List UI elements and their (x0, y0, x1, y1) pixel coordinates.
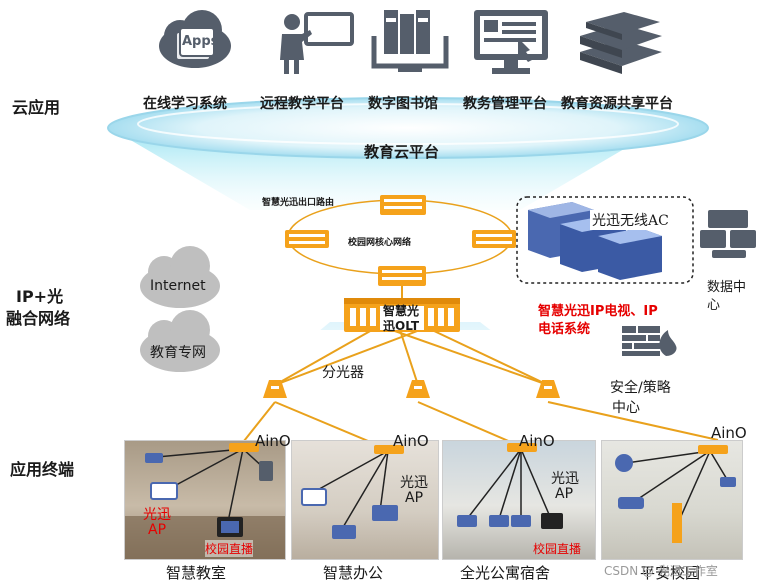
room-safe-campus (601, 440, 743, 560)
teacher-board-icon (280, 12, 354, 74)
room-apartment-dorm (442, 440, 596, 560)
apps-cloud-icon: Apps (150, 8, 240, 78)
monitor-management-icon (474, 10, 548, 74)
classroom-live-label: 校园直播 (205, 540, 254, 557)
office-ap-label-line1: 光迅 (400, 475, 428, 491)
room-title-office: 智慧办公 (323, 564, 384, 582)
dorm-ap-label-line1: 光迅 (551, 471, 579, 487)
app-label-digital-library: 数字图书馆 (368, 96, 438, 112)
datacenter-label-line1: 数据中 (707, 280, 747, 295)
room-smart-office (291, 440, 439, 560)
aino-campus: AinO (711, 424, 747, 442)
security-label-line1: 安全/策略 (610, 380, 671, 396)
room-title-classroom: 智慧教室 (166, 564, 227, 582)
section-cloud-apps: 云应用 (12, 98, 61, 117)
datacenter-label-line2: 心 (707, 298, 721, 313)
splitter-label: 分光器 (322, 365, 364, 381)
watermark: CSDN @ 光迅工作室 (604, 564, 718, 578)
room-title-campus: 平安校园 (640, 564, 701, 582)
wireless-ac-label: 光迅无线AC (590, 210, 671, 230)
network-diagram (140, 195, 756, 440)
app-label-online-learning: 在线学习系统 (143, 96, 227, 112)
core-network-label: 校园网核心网络 (348, 238, 412, 248)
library-books-icon (371, 10, 449, 72)
aino-classroom: AinO (255, 432, 291, 450)
classroom-ap-label-line1: 光迅 (143, 507, 171, 523)
aino-office: AinO (393, 432, 429, 450)
olt-label-line2: 迅OLT (383, 319, 420, 333)
section-terminals: 应用终端 (10, 460, 75, 479)
apps-badge: Apps (182, 34, 219, 49)
app-label-resource-sharing: 教育资源共享平台 (561, 96, 673, 112)
egress-router-label: 智慧光迅出口路由 (262, 198, 335, 208)
section-ip-network-line1: IP+光 (16, 287, 64, 306)
iptv-label-line2: 电话系统 (538, 322, 591, 337)
aino-dorm: AinO (519, 432, 555, 450)
security-label-line2: 中心 (612, 400, 640, 416)
iptv-label-line1: 智慧光迅IP电视、IP (538, 304, 658, 319)
book-stack-icon (580, 12, 662, 74)
dorm-live-label: 校园直播 (533, 542, 582, 556)
platform-label: 教育云平台 (364, 143, 440, 161)
internet-cloud-label: Internet (150, 278, 206, 294)
app-label-remote-teaching: 远程教学平台 (260, 96, 344, 112)
room-title-dorm: 全光公寓宿舍 (460, 564, 551, 582)
app-label-academic-management: 教务管理平台 (463, 96, 547, 112)
olt-label-line1: 智慧光 (383, 304, 420, 318)
cloud-platform-funnel (107, 97, 709, 330)
dorm-ap-label-line2: AP (555, 486, 574, 502)
classroom-ap-label-line2: AP (148, 522, 167, 538)
edu-network-cloud-label: 教育专网 (150, 345, 206, 361)
office-ap-label-line2: AP (405, 490, 424, 506)
section-ip-network-line2: 融合网络 (6, 309, 71, 328)
